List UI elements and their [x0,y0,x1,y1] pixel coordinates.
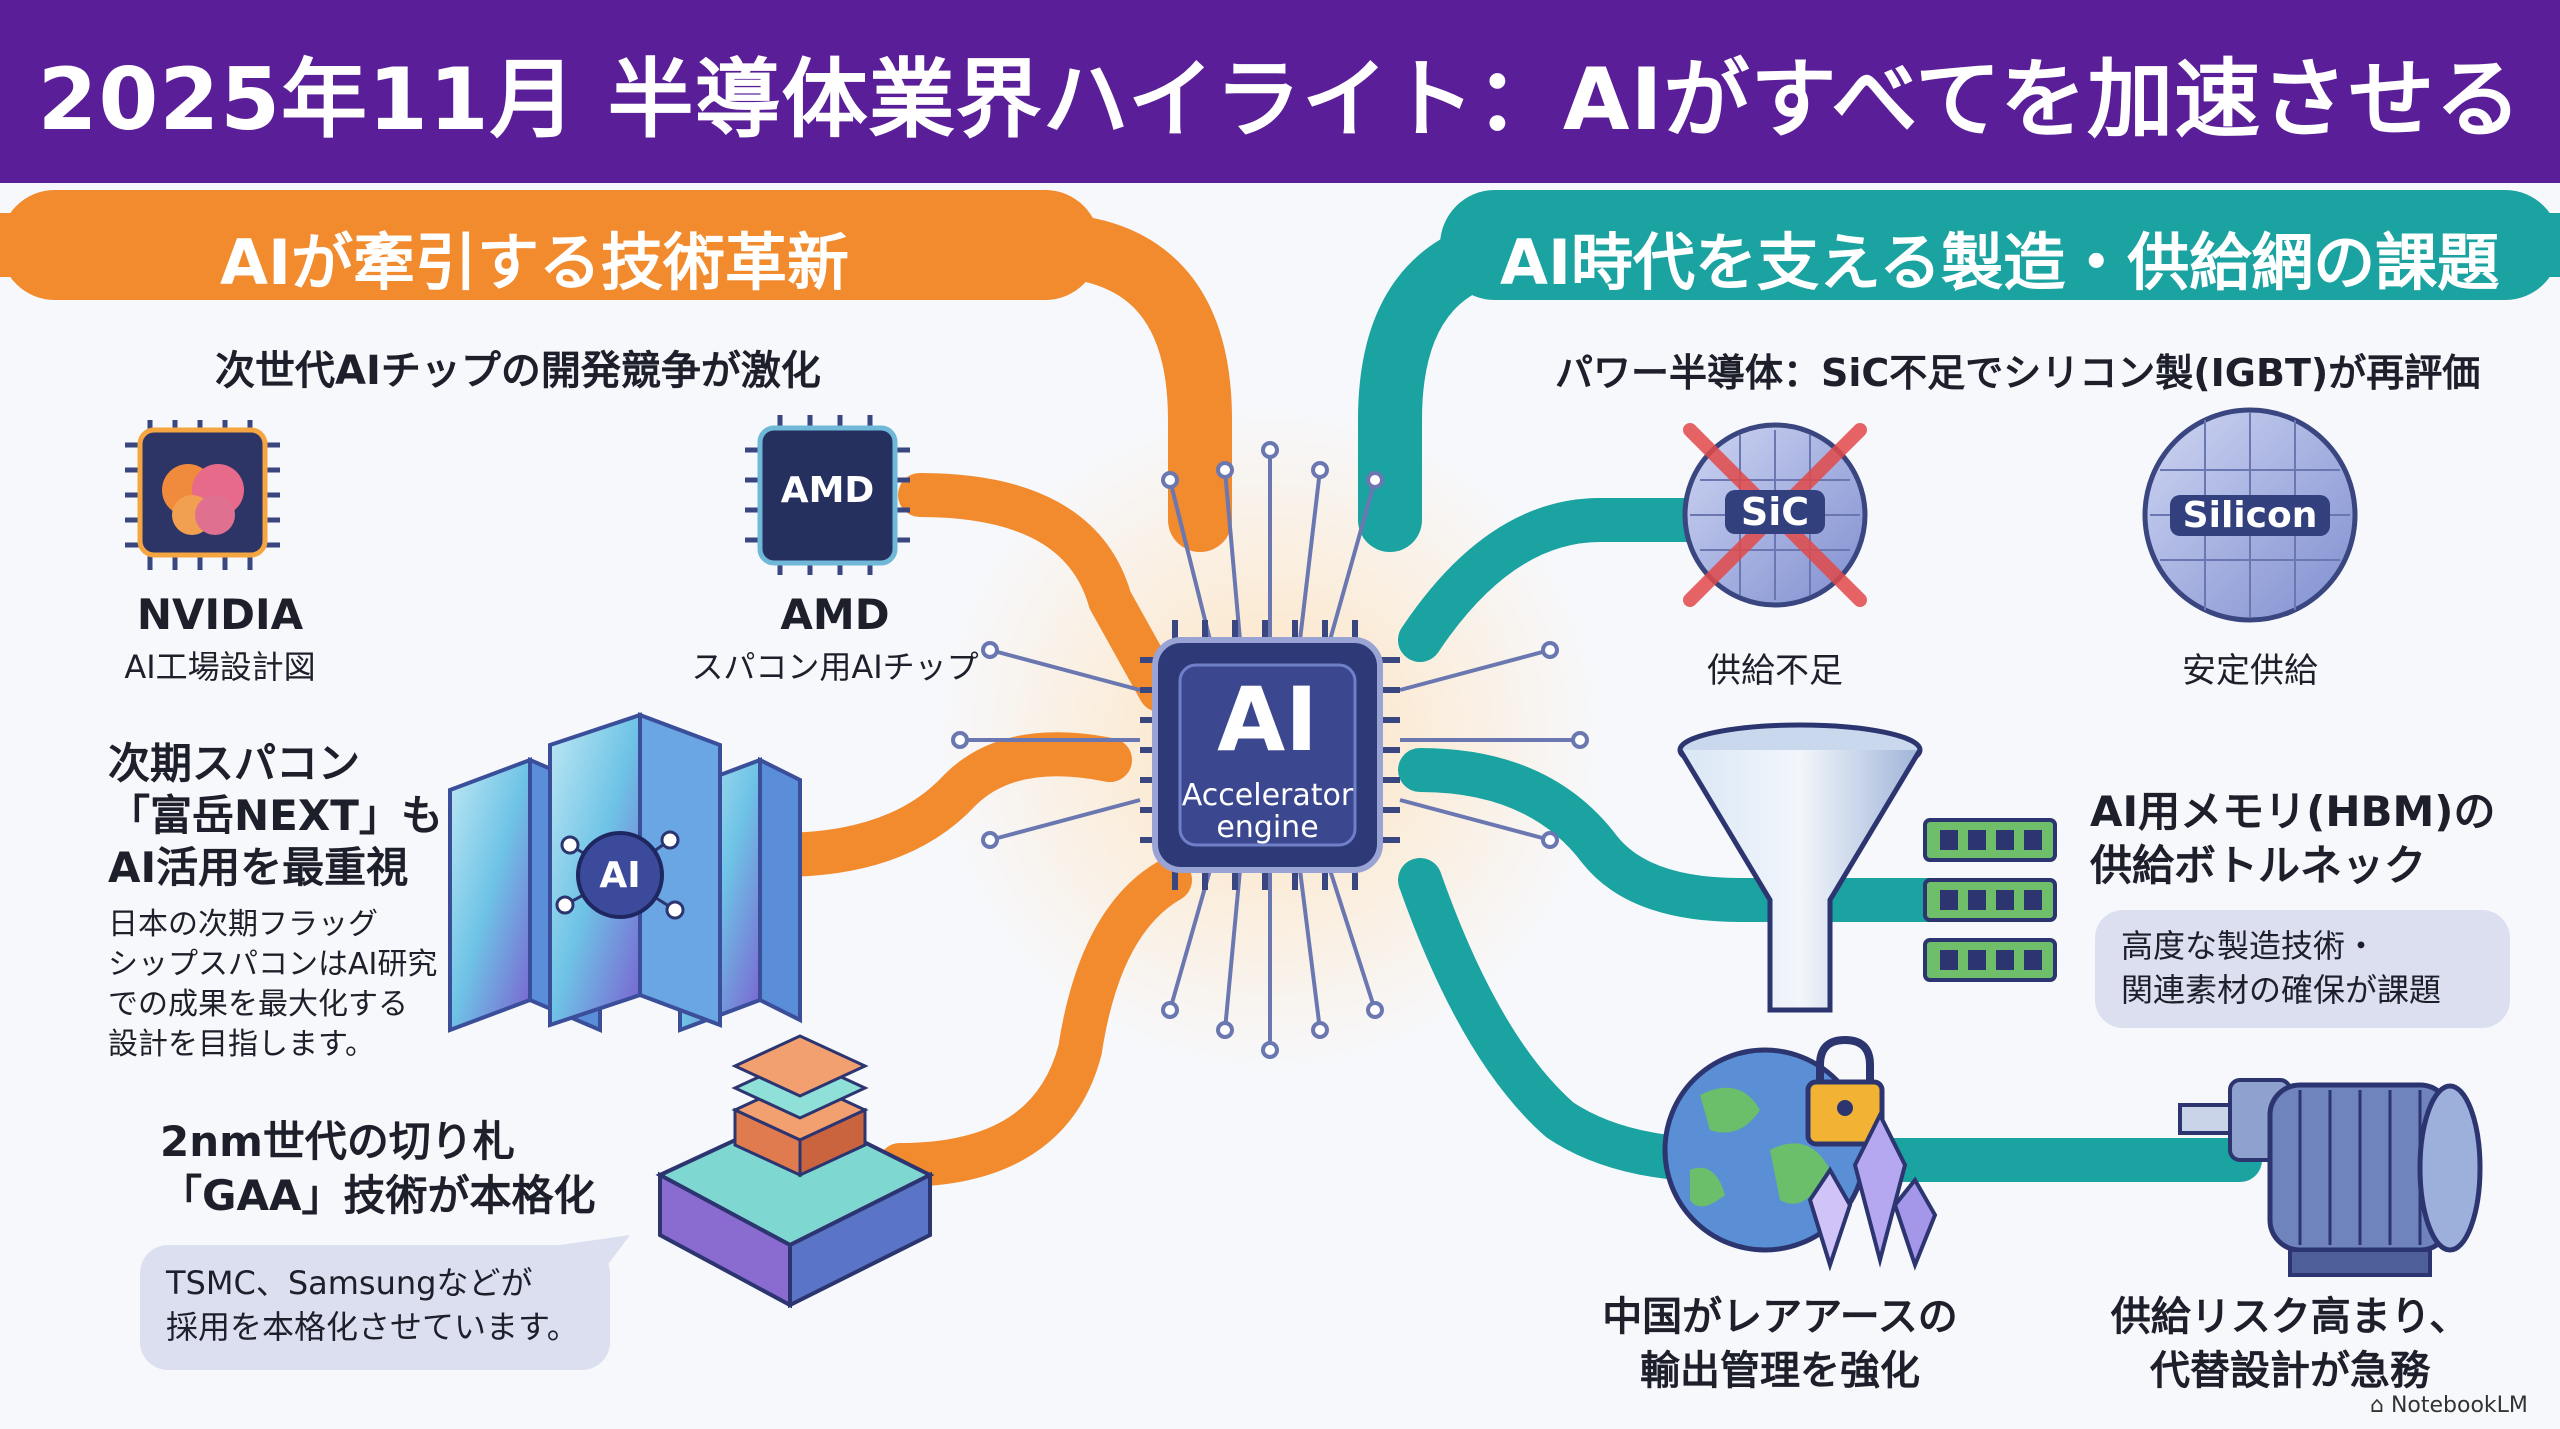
teal-band-hbm [1398,748,1982,922]
center-chip-line1: Accelerator [1181,778,1354,813]
motor-caption-line: 供給リスク高まり、 [2110,1294,2470,1340]
supercomputer-heading: 次期スパコン 「富岳NEXT」も AI活用を最重視 [108,738,443,894]
supercomputer-desc-line: での成果を最大化する [108,987,408,1022]
nvidia-desc: AI工場設計図 [124,648,316,686]
rare-earth-caption: 中国がレアアースの 輸出管理を強化 [1590,1290,1970,1398]
brand-name: NotebookLM [2390,1393,2528,1418]
supercomputer-heading-line: 次期スパコン [108,739,361,788]
circuit-traces [951,441,1589,1059]
power-heading: パワー半導体：SiC不足でシリコン製(IGBT)が再評価 [1555,351,2481,395]
supercomputer-heading-line: AI活用を最重視 [108,843,409,892]
silicon-label: Silicon [2170,495,2330,536]
nvidia-chip-icon [125,420,280,570]
hbm-heading-line: AI用メモリ(HBM)の [2090,787,2496,836]
motor-caption-line: 代替設計が急務 [2150,1348,2430,1394]
page-title: 2025年11月 半導体業界ハイライト：AIがすべてを加速させる [37,50,2523,150]
header-bar [0,0,2560,183]
gaa-bubble: TSMC、Samsungなどが 採用を本格化させています。 [140,1245,610,1370]
hbm-heading-line: 供給ボトルネック [2090,841,2427,890]
hbm-bubble: 高度な製造技術・ 関連素材の確保が課題 [2095,910,2510,1028]
supercomputer-desc-line: シップスパコンはAI研究 [108,947,438,982]
notebook-icon: ⌂ [2370,1393,2391,1418]
amd-desc: スパコン用AIチップ [691,648,979,686]
brand-footer: ⌂ NotebookLM [2370,1393,2528,1418]
center-chip-line2: engine [1216,810,1319,845]
left-section-title: AIが牽引する技術革新 [220,226,850,299]
silicon-caption: 安定供給 [2182,651,2318,691]
padlock-icon [1805,1035,1885,1147]
amd-name: AMD [780,590,890,639]
motor-caption: 供給リスク高まり、 代替設計が急務 [2100,1290,2480,1398]
orange-band-amd [898,473,1182,712]
sic-label: SiC [1725,490,1825,534]
gaa-heading-line: 2nm世代の切り札 [160,1117,515,1166]
teal-band-power [1398,498,1742,662]
supercomputer-heading-line: 「富岳NEXT」も [108,791,443,840]
orange-band-supercomputer [758,732,1132,877]
center-chip-big-label: AI [1217,668,1318,771]
supercomputer-desc-line: 日本の次期フラッグ [108,907,378,942]
supercomputer-ai-label: AI [599,855,641,896]
amd-chip-label: AMD [780,470,875,511]
funnel-icon [1677,722,1923,1013]
supercomputer-desc-line: 設計を目指します。 [108,1027,375,1062]
memory-module-icon [1923,818,2057,982]
hbm-bubble-line: 関連素材の確保が課題 [2121,971,2442,1009]
gaa-heading: 2nm世代の切り札 「GAA」技術が本格化 [160,1115,595,1223]
hbm-heading: AI用メモリ(HBM)の 供給ボトルネック [2090,785,2495,893]
right-section-title: AI時代を支える製造・供給網の課題 [1500,226,2500,299]
orange-band-gaa [878,858,1192,1187]
gaa-bubble-line: 採用を本格化させています。 [166,1308,579,1346]
right-section-banner [1440,190,2560,300]
motor-icon [2178,1078,2483,1277]
gaa-transistor-icon [655,1034,935,1309]
amd-chip-icon [745,415,910,575]
left-section-banner [0,190,1100,300]
chip-race-heading: 次世代AIチップの開発競争が激化 [215,348,821,394]
supercomputer-desc: 日本の次期フラッグ シップスパコンはAI研究 での成果を最大化する 設計を目指し… [108,905,437,1065]
rare-earth-caption-line: 輸出管理を強化 [1640,1348,1920,1394]
crystal-icon [1807,1110,1938,1272]
rare-earth-caption-line: 中国がレアアースの [1602,1294,1958,1340]
sic-caption: 供給不足 [1707,651,1843,691]
center-ai-chip [1140,620,1400,890]
nvidia-name: NVIDIA [136,590,304,639]
supercomputer-icon [448,712,802,1034]
gaa-bubble-line: TSMC、Samsungなどが [166,1264,533,1302]
gaa-heading-line: 「GAA」技術が本格化 [160,1171,596,1220]
hbm-bubble-line: 高度な製造技術・ [2121,927,2378,965]
